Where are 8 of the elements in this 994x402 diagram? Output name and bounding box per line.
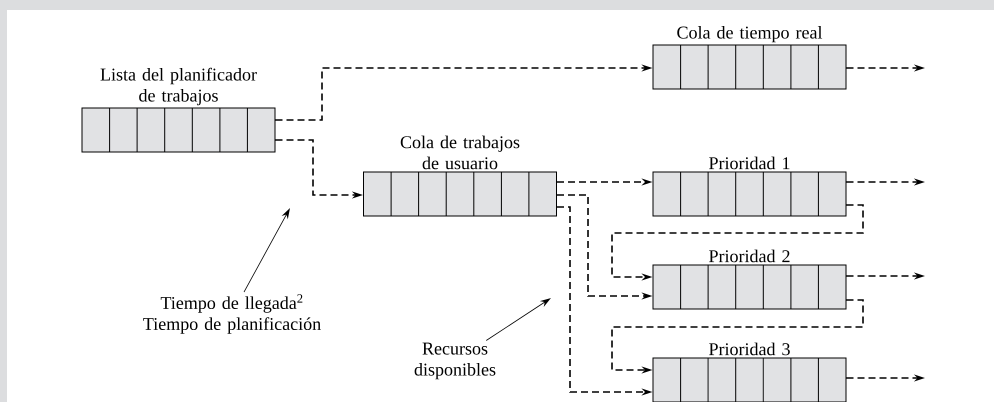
queue-label: Cola de trabajos de usuario [400,136,520,170]
queue-label: Lista del planificador de trabajos [100,68,257,106]
queue-label: Prioridad 2 [709,250,790,262]
annotation-text: Recursos disponibles [414,342,496,380]
annotation-text: Tiempo de llegada$^{2}$ Tiempo de planificación [143,294,321,334]
queue-label: Prioridad 1 [709,156,790,170]
queue-label: Cola de tiempo real [677,26,822,42]
queue-label: Prioridad 3 [709,342,790,356]
